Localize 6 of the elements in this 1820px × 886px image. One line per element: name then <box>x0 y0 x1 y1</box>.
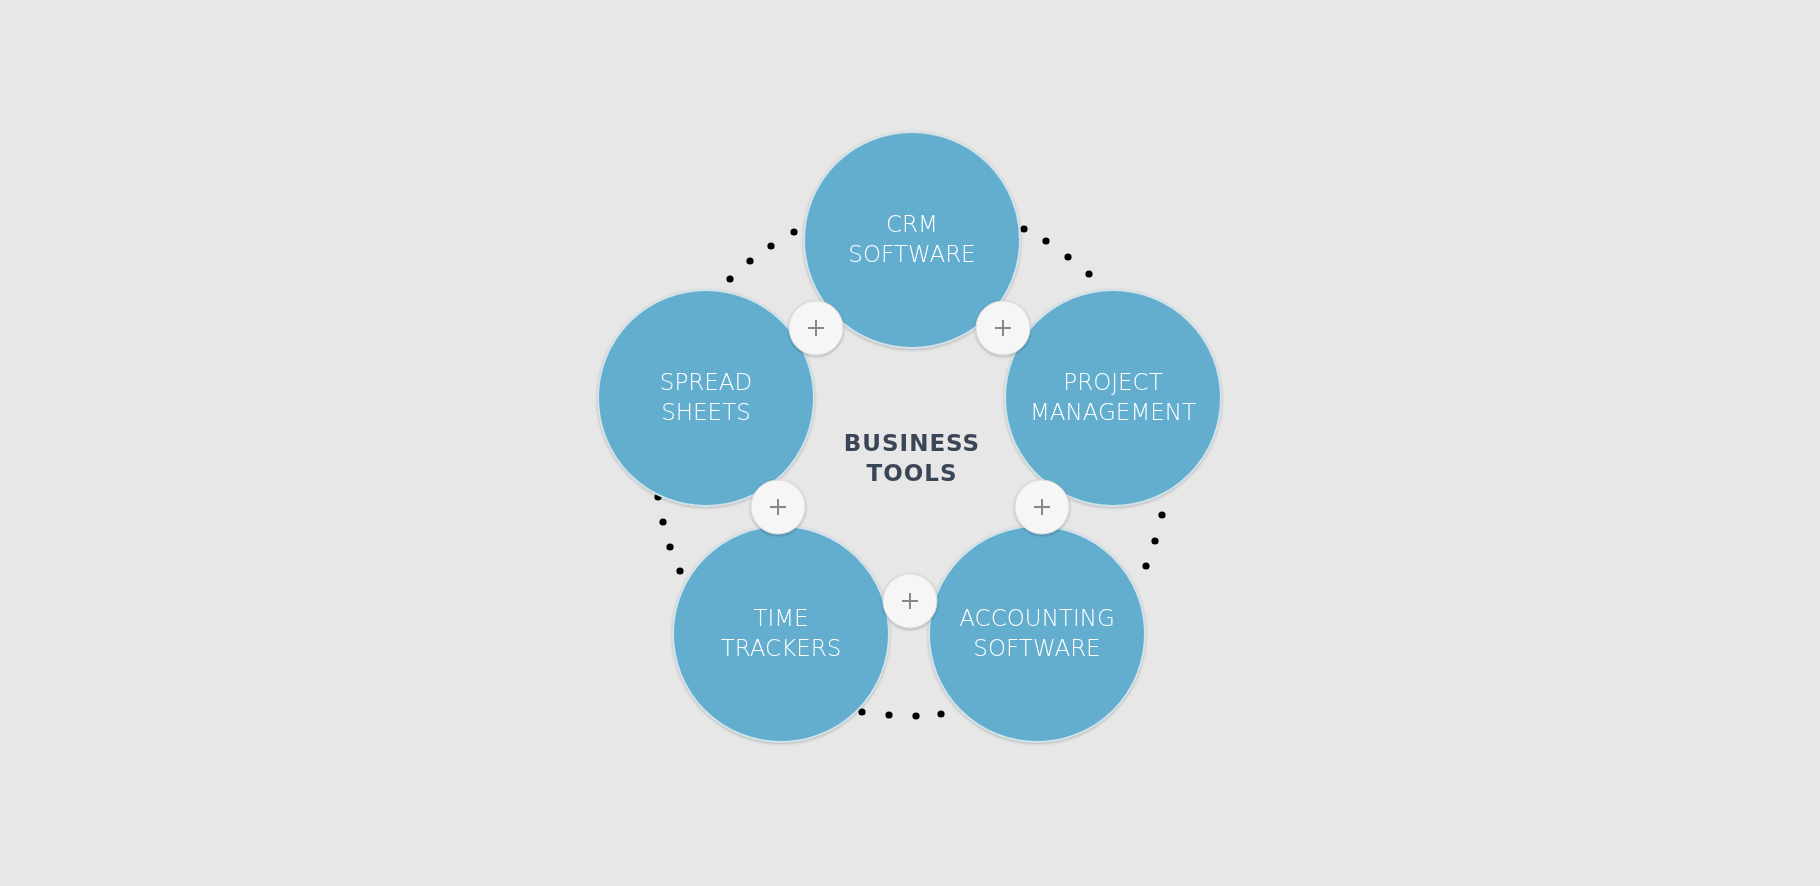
tool-name: CRM SOFTWARE <box>847 210 977 269</box>
center-heading: BUSINESS TOOLS <box>842 429 982 488</box>
tool-name: ACCOUNTING SOFTWARE <box>958 604 1116 663</box>
tool-name: TIME TRACKERS <box>719 604 843 663</box>
tool-name: SPREAD SHEETS <box>658 368 754 427</box>
tool-name: PROJECT MANAGEMENT <box>1028 368 1198 427</box>
